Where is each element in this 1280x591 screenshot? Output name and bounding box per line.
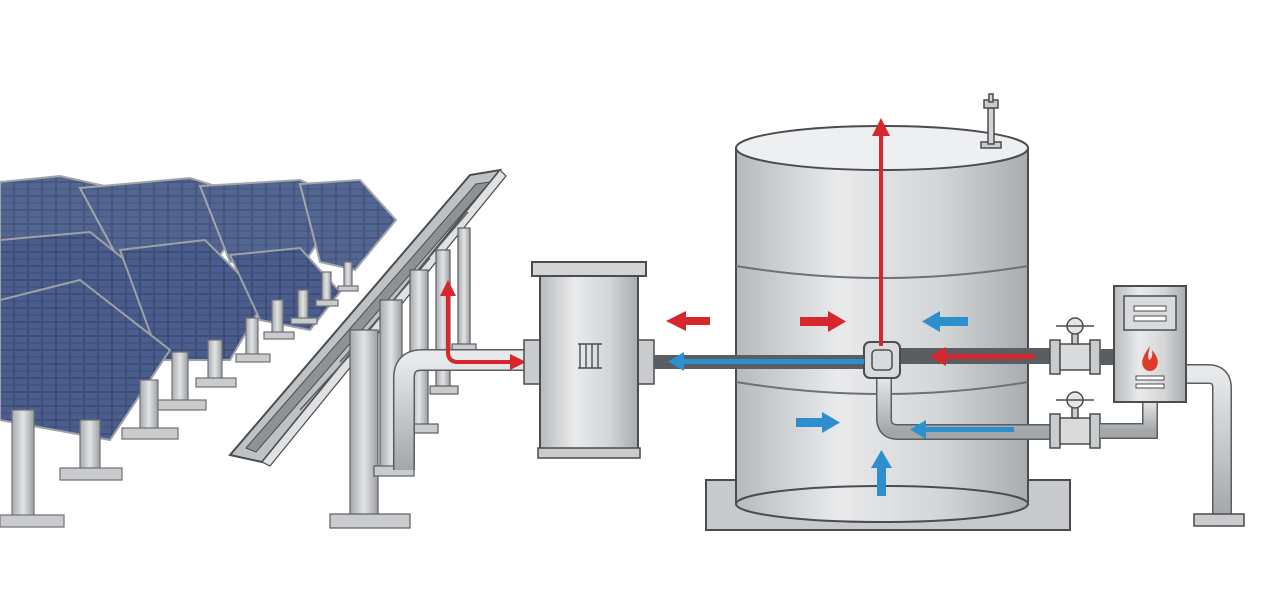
boiler-pipes	[1100, 349, 1245, 527]
hot-flow-arrow	[440, 280, 526, 370]
heat-exchanger-coil-icon	[578, 343, 602, 369]
valve-icon	[1049, 317, 1101, 375]
vent-icon	[980, 93, 1002, 149]
hot-flow-arrow	[872, 118, 890, 346]
hot-flow-arrow	[800, 311, 846, 332]
cold-flow-arrow	[668, 352, 864, 371]
flame-icon	[1142, 346, 1158, 371]
solar-panel-supports	[0, 261, 359, 528]
boiler-unit	[1113, 285, 1187, 403]
cold-flow-arrow	[922, 311, 968, 332]
cold-flow-arrow	[871, 450, 892, 496]
heat-exchanger-icon	[523, 261, 655, 459]
cold-flow-arrow	[910, 420, 1014, 439]
hot-flow-arrow	[666, 311, 710, 331]
cold-flow-arrow	[796, 412, 840, 433]
hot-flow-arrow	[930, 347, 1034, 366]
solar-panel-array-icon	[0, 168, 524, 529]
valve-icon	[1049, 391, 1101, 449]
